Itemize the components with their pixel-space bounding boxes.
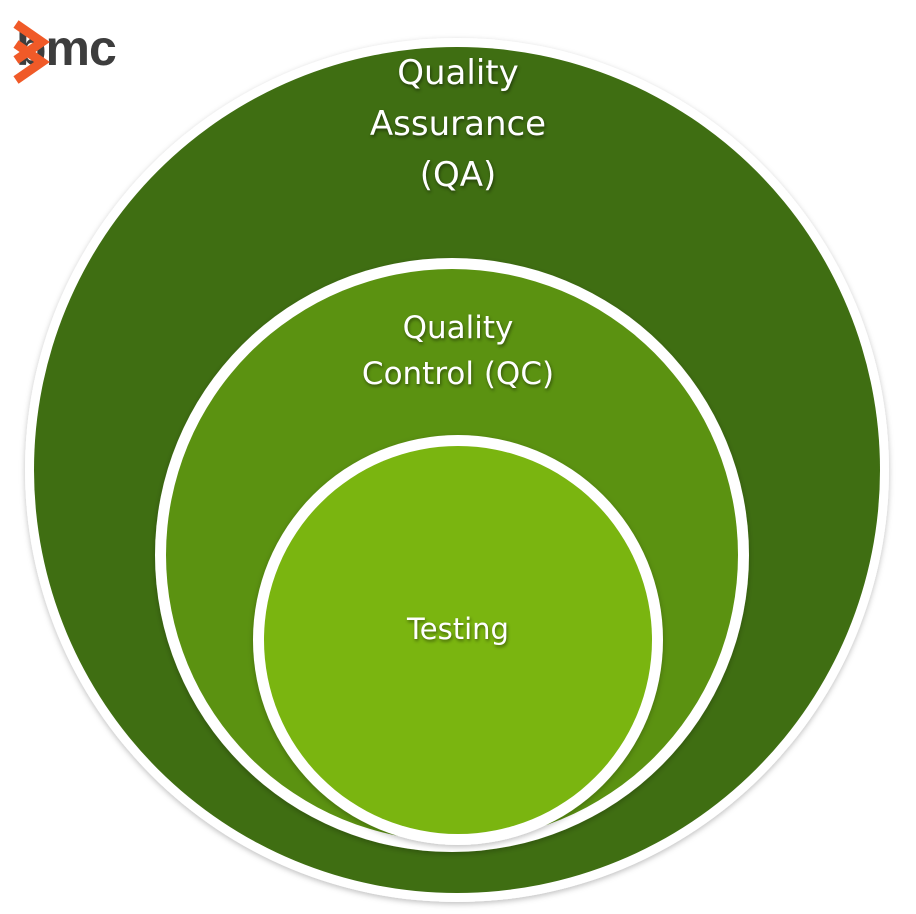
testing-label: Testing [407, 612, 509, 646]
testing-circle-fill [264, 446, 652, 834]
bmc-logo: bmc [10, 18, 117, 84]
qa-label: Quality Assurance (QA) [369, 53, 547, 195]
bmc-chevron-logo-icon [13, 20, 50, 84]
qc-label: Quality Control (QC) [361, 310, 555, 392]
